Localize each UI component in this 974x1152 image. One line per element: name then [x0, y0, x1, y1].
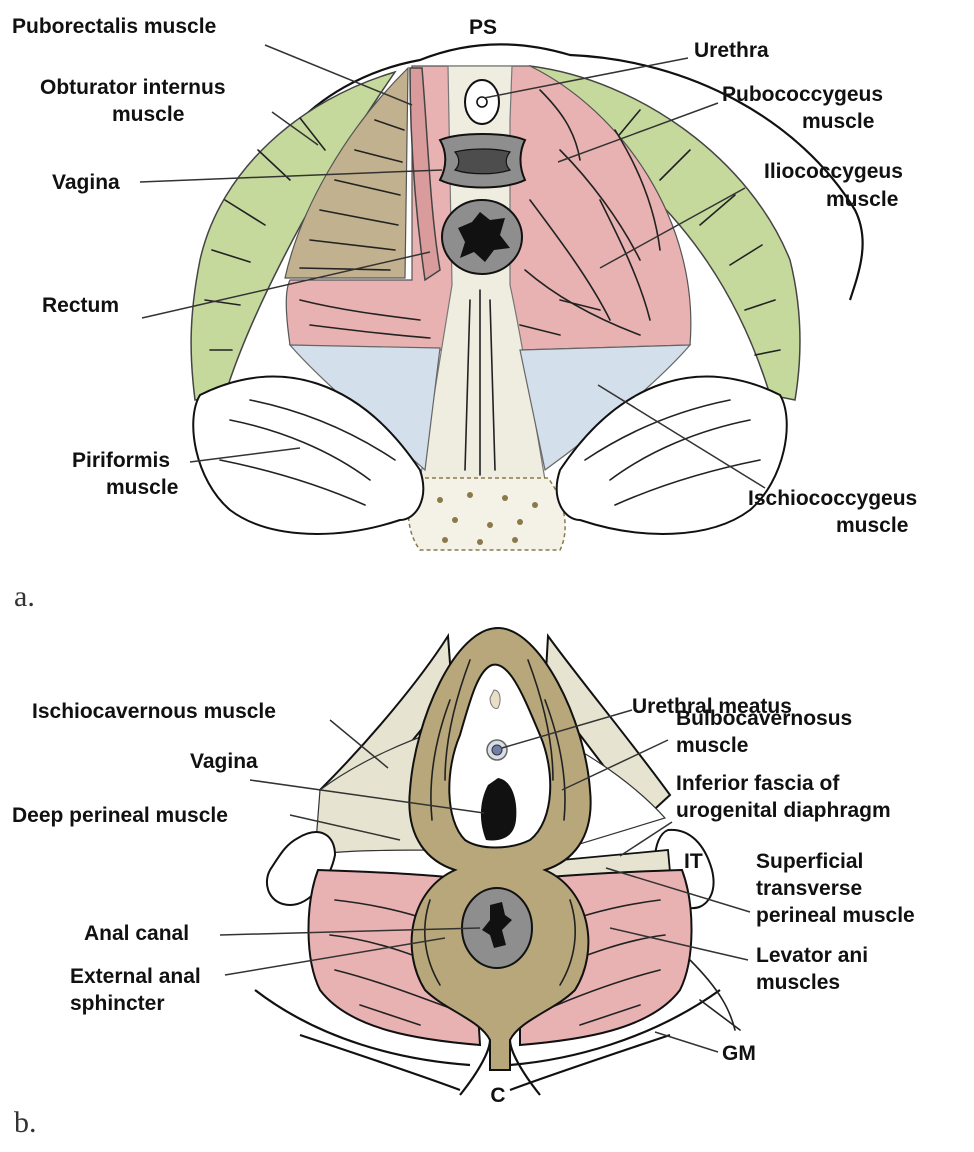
- rectum-a-lumen: [458, 212, 510, 262]
- piriformis-right: [555, 375, 788, 535]
- label-c: C: [490, 1084, 505, 1107]
- label-levator-1: Levator ani: [756, 944, 868, 967]
- label-ps: PS: [469, 16, 497, 39]
- label-pubococcygeus-2: muscle: [802, 110, 874, 133]
- anal-canal-lumen: [482, 902, 512, 948]
- panel-marker-a: a.: [14, 580, 35, 613]
- label-urethra: Urethra: [694, 39, 769, 62]
- label-inferior-fascia-2: urogenital diaphragm: [676, 799, 891, 822]
- label-rectum-a: Rectum: [42, 294, 119, 317]
- panel-marker-b: b.: [14, 1106, 37, 1139]
- piriformis-left: [192, 375, 425, 535]
- coccyx-dots: [437, 492, 538, 545]
- label-ischiocavernous: Ischiocavernous muscle: [32, 700, 276, 723]
- label-superficial-2: transverse: [756, 877, 862, 900]
- label-ext-anal-1: External anal: [70, 965, 201, 988]
- tan-fibers: [299, 119, 405, 271]
- label-urethral-meatus: Urethral meatus: [632, 695, 792, 718]
- coccyx-b: [459, 1039, 492, 1096]
- label-bulbocavernosus-1: Bulbocavernosus: [676, 707, 852, 730]
- label-bulbocavernosus-2: muscle: [676, 734, 748, 757]
- label-vagina-b: Vagina: [190, 750, 258, 773]
- leaders-b: [219, 709, 751, 1053]
- bulbocavernosus-fibers: [424, 659, 576, 986]
- bulbocavernosus: [408, 626, 592, 1071]
- panel-b: Ischiocavernous muscle Vagina Deep perin…: [12, 626, 915, 1139]
- label-superficial-3: perineal muscle: [756, 904, 915, 927]
- label-puborectalis: Puborectalis muscle: [12, 15, 216, 38]
- panel-a: PS Puborectalis muscle Obturator internu…: [12, 15, 917, 613]
- label-levator-2: muscles: [756, 971, 840, 994]
- urethra-lumen: [476, 96, 488, 108]
- label-deep-perineal: Deep perineal muscle: [12, 804, 228, 827]
- obturator-fibers: [204, 109, 781, 356]
- levator-fibers: [299, 89, 661, 339]
- label-obturator-1: Obturator internus: [40, 76, 226, 99]
- label-ischiococcygeus-2: muscle: [836, 514, 908, 537]
- label-superficial-1: Superficial: [756, 850, 863, 873]
- piriformis-fibers: [219, 399, 761, 506]
- label-piriformis-1: Piriformis: [72, 449, 170, 472]
- label-pubococcygeus-1: Pubococcygeus: [722, 83, 883, 106]
- obturator-internus-left: [190, 70, 397, 401]
- clitoris: [489, 689, 501, 709]
- label-iliococcygeus-2: muscle: [826, 188, 898, 211]
- urethral-meatus-lumen: [491, 744, 503, 756]
- label-vagina-a: Vagina: [52, 171, 120, 194]
- label-ext-anal-2: sphincter: [70, 992, 165, 1015]
- puborectalis-strip: [409, 67, 441, 282]
- label-it: IT: [684, 850, 703, 873]
- leaders-a: [139, 44, 766, 489]
- label-anal-canal: Anal canal: [84, 922, 189, 945]
- vagina-b: [480, 778, 517, 841]
- tendon-fibers: [464, 289, 496, 476]
- label-iliococcygeus-1: Iliococcygeus: [764, 160, 903, 183]
- label-piriformis-2: muscle: [106, 476, 178, 499]
- coccyx: [407, 477, 566, 551]
- coccyx-b-right: [508, 1039, 541, 1096]
- label-inferior-fascia-1: Inferior fascia of: [676, 772, 840, 795]
- label-gm: GM: [722, 1042, 756, 1065]
- vagina-a-lumen: [453, 148, 512, 175]
- label-obturator-2: muscle: [112, 103, 184, 126]
- gluteal-arcs: [254, 959, 741, 1092]
- label-ischiococcygeus-1: Ischiococcygeus: [748, 487, 917, 510]
